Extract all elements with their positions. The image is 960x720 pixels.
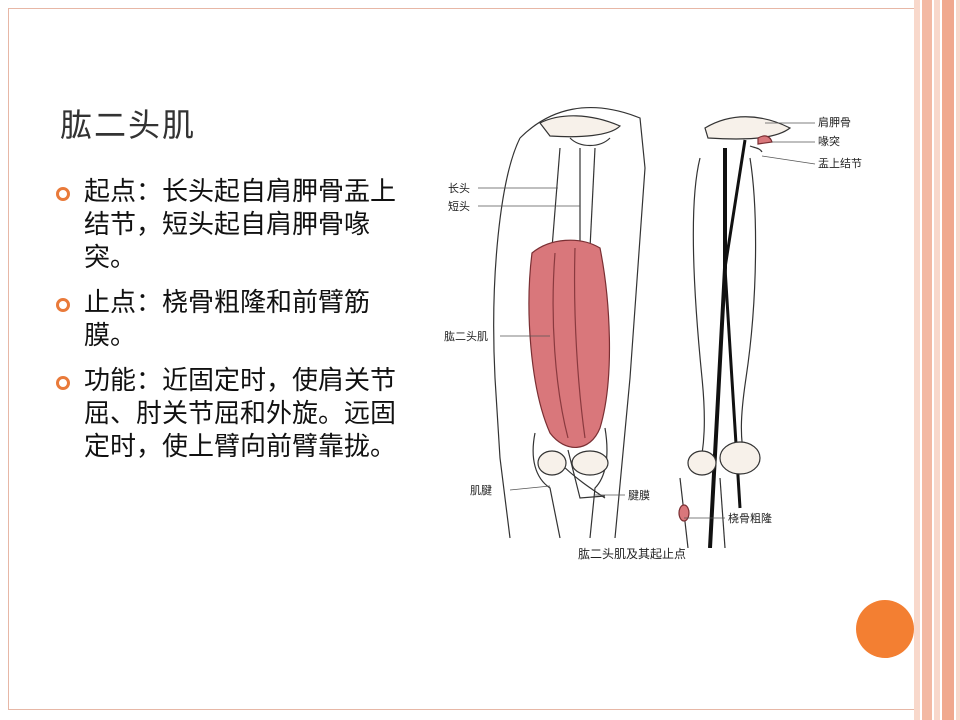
anatomy-figure: 长头 短头 肱二头肌 肌腱 腱膜 肩胛骨 喙突 盂上结节 桡骨粗隆	[440, 78, 880, 549]
label-supraglenoid: 盂上结节	[818, 157, 862, 170]
bullet-function: 功能：近固定时，使肩关节屈、肘关节屈和外旋。远固定时，使上臂向前臂靠拢。	[56, 365, 416, 464]
label-coracoid: 喙突	[818, 134, 840, 148]
label-tendon: 肌腱	[470, 484, 492, 497]
label-scapula: 肩胛骨	[818, 115, 851, 129]
bullet-icon	[56, 376, 70, 390]
bullet-list: 起点：长头起自肩胛骨盂上结节，短头起自肩胛骨喙突。 止点：桡骨粗隆和前臂筋膜。 …	[56, 176, 416, 476]
label-biceps: 肱二头肌	[444, 329, 488, 343]
decorative-stripes	[914, 0, 960, 720]
biceps-illustration: 长头 短头 肱二头肌 肌腱 腱膜 肩胛骨 喙突 盂上结节 桡骨粗隆	[444, 107, 862, 549]
left-arm-drawing	[493, 107, 646, 539]
slide-title: 肱二头肌	[60, 106, 197, 144]
bullet-text: 止点：桡骨粗隆和前臂筋膜。	[84, 288, 371, 351]
decorative-circle	[856, 600, 914, 658]
bullet-icon	[56, 187, 70, 201]
right-arm-drawing	[678, 116, 792, 549]
bullet-text: 功能：近固定时，使肩关节屈、肘关节屈和外旋。远固定时，使上臂向前臂靠拢。	[84, 366, 397, 462]
label-long-head: 长头	[448, 182, 470, 195]
label-aponeurosis: 腱膜	[628, 489, 650, 502]
bullet-insertion: 止点：桡骨粗隆和前臂筋膜。	[56, 287, 416, 353]
bullet-icon	[56, 298, 70, 312]
bullet-text: 起点：长头起自肩胛骨盂上结节，短头起自肩胛骨喙突。	[84, 177, 397, 273]
label-radial-tuberosity: 桡骨粗隆	[728, 511, 772, 525]
label-short-head: 短头	[448, 199, 470, 213]
bullet-origin: 起点：长头起自肩胛骨盂上结节，短头起自肩胛骨喙突。	[56, 176, 416, 275]
leader-lines	[478, 122, 816, 519]
figure-caption: 肱二头肌及其起止点	[578, 547, 687, 561]
